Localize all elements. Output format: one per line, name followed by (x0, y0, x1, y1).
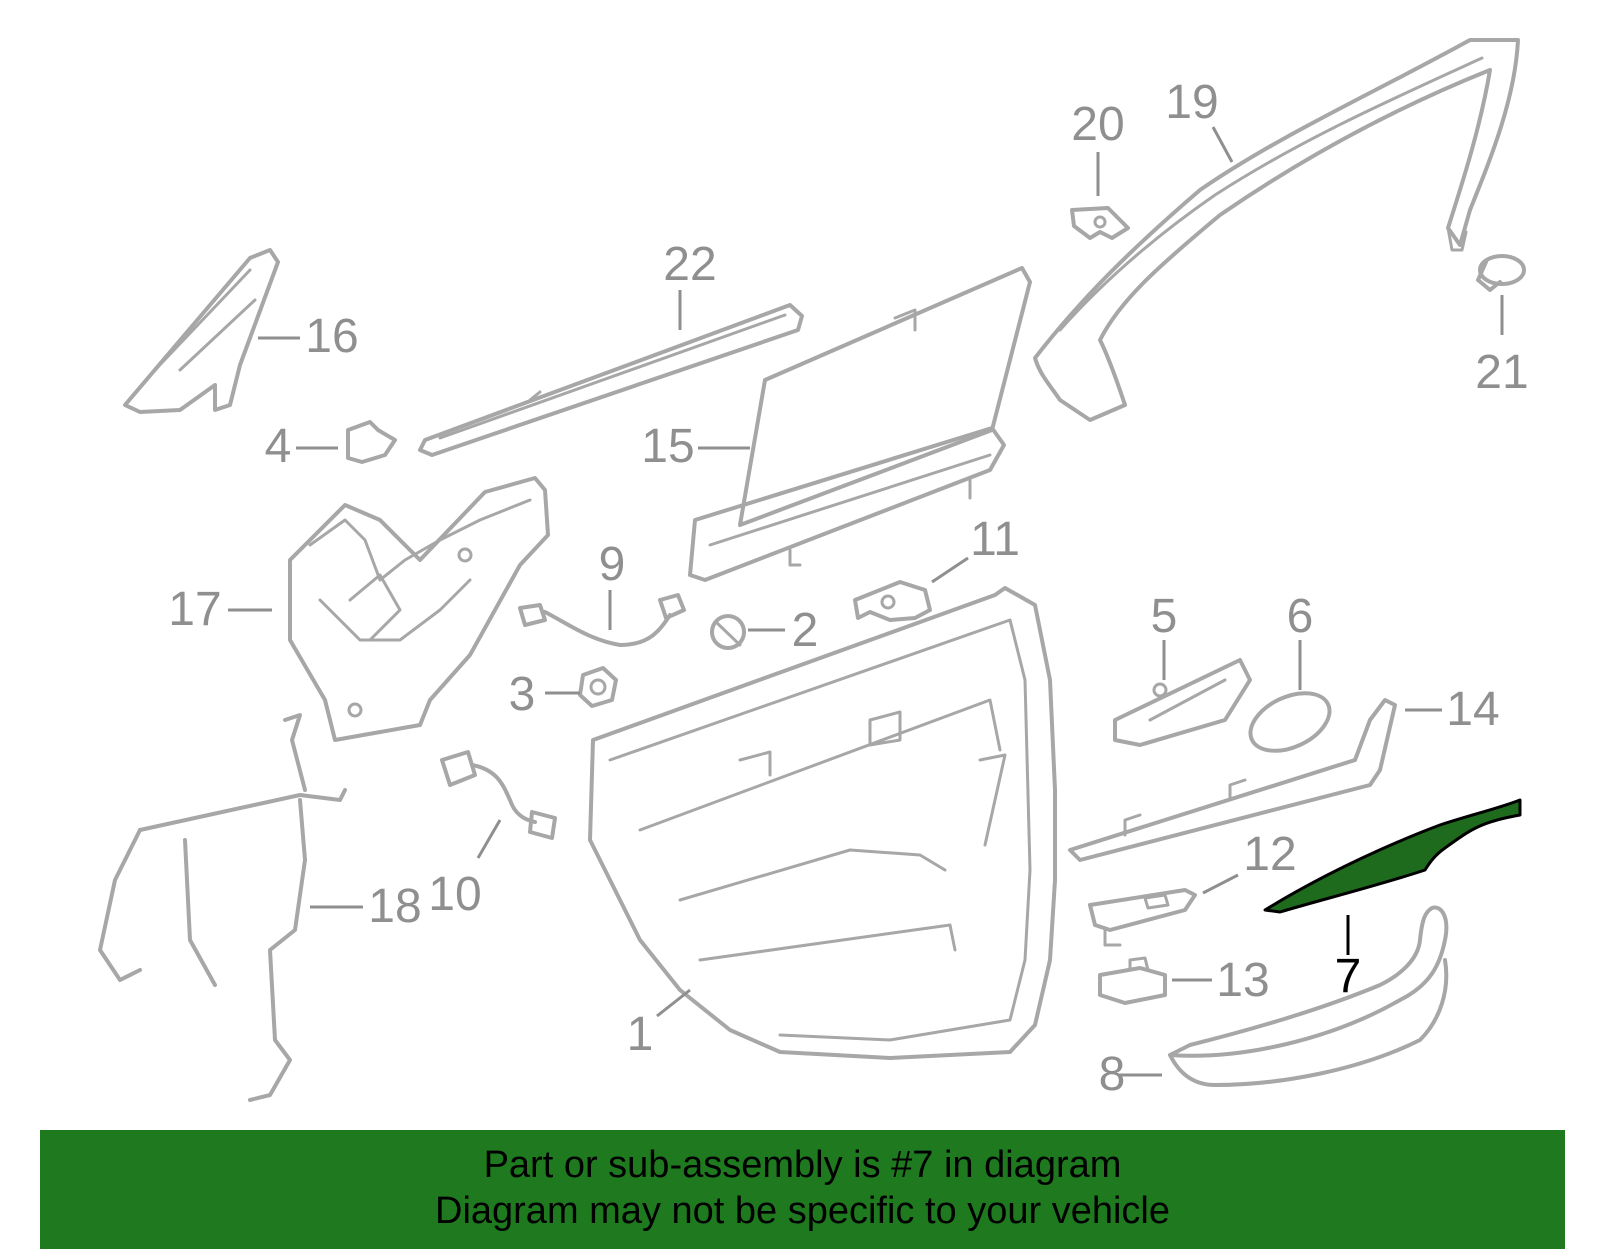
info-banner: Part or sub-assembly is #7 in diagram Di… (40, 1130, 1565, 1249)
callout-5[interactable]: 5 (1151, 590, 1178, 643)
callout-10[interactable]: 10 (428, 868, 481, 921)
part-6-handle-bezel[interactable] (1241, 682, 1338, 763)
callout-2[interactable]: 2 (792, 604, 819, 657)
callout-6[interactable]: 6 (1287, 590, 1314, 643)
callout-labels: 20 19 21 22 16 4 15 17 9 2 3 11 5 6 14 1… (168, 76, 1528, 1101)
callout-19[interactable]: 19 (1165, 76, 1218, 129)
part-11-bracket[interactable] (853, 580, 932, 622)
callout-17[interactable]: 17 (168, 583, 221, 636)
banner-line-1: Part or sub-assembly is #7 in diagram (483, 1144, 1122, 1186)
part-22-belt-molding[interactable] (418, 303, 804, 457)
part-13-switch[interactable] (1098, 956, 1167, 1005)
part-8-armrest-pad[interactable] (1168, 905, 1449, 1087)
part-2-grommet[interactable] (710, 614, 746, 650)
callout-8[interactable]: 8 (1099, 1048, 1126, 1101)
part-14-reinforcement[interactable] (1068, 698, 1397, 862)
part-7-armrest-cover[interactable] (1263, 798, 1522, 914)
part-5-inside-handle[interactable] (1113, 658, 1252, 747)
callout-15[interactable]: 15 (641, 420, 694, 473)
callout-18[interactable]: 18 (368, 880, 421, 933)
callout-3[interactable]: 3 (509, 668, 536, 721)
callout-20[interactable]: 20 (1071, 98, 1124, 151)
callout-9[interactable]: 9 (599, 538, 626, 591)
part-16-pillar-trim[interactable] (123, 248, 280, 414)
part-17-door-module[interactable] (288, 476, 550, 742)
callout-22[interactable]: 22 (663, 238, 716, 291)
part-12-switch-bezel[interactable] (1088, 888, 1197, 947)
callout-11[interactable]: 11 (970, 513, 1020, 566)
callout-7[interactable]: 7 (1335, 950, 1362, 1003)
callout-13[interactable]: 13 (1216, 954, 1269, 1007)
banner-line-2: Diagram may not be specific to your vehi… (435, 1190, 1170, 1232)
part-4-bracket[interactable] (346, 420, 397, 464)
part-3-nut[interactable] (578, 666, 618, 708)
part-19-frame-molding[interactable] (1033, 38, 1520, 422)
part-10-harness[interactable] (440, 750, 557, 840)
callout-1[interactable]: 1 (627, 1008, 654, 1061)
part-20-clip[interactable] (1070, 206, 1130, 240)
part-21-push-pin[interactable] (1476, 254, 1526, 292)
callout-12[interactable]: 12 (1243, 828, 1296, 881)
part-18-harness[interactable] (98, 713, 347, 1102)
part-1-door-trim-panel[interactable] (588, 586, 1057, 1060)
part-15-sunshade[interactable] (688, 266, 1032, 582)
callout-14[interactable]: 14 (1446, 683, 1499, 736)
part-9-harness[interactable] (518, 593, 686, 647)
callout-arrows (228, 126, 1504, 1077)
callout-21[interactable]: 21 (1475, 346, 1528, 399)
callout-16[interactable]: 16 (305, 310, 358, 363)
callout-4[interactable]: 4 (265, 420, 292, 473)
